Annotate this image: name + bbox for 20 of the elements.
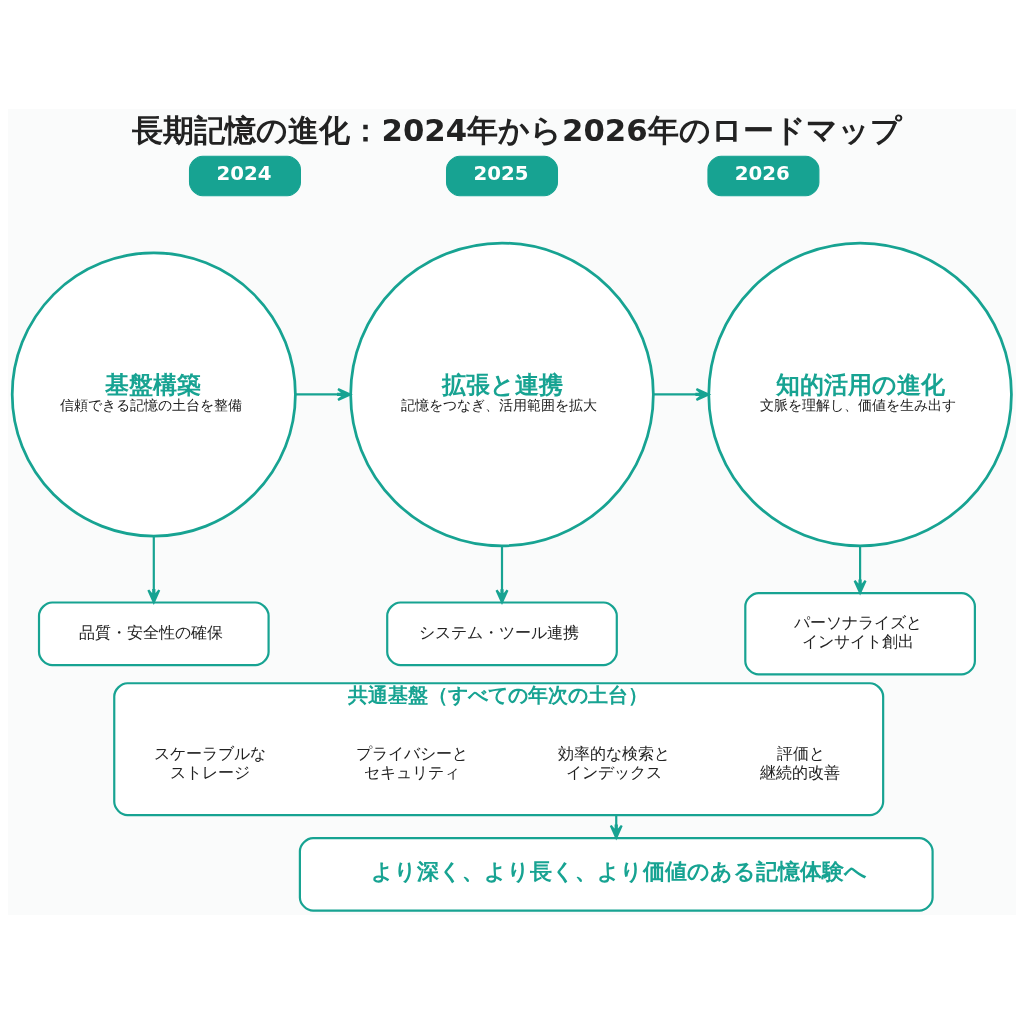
- arrow: [853, 546, 867, 594]
- node-box: 2024: [188, 155, 301, 197]
- node-circle: 基盤構築 信頼できる記憶の土台を整備: [10, 251, 297, 538]
- node-box: 2026: [707, 155, 820, 197]
- node-box: 2025: [445, 155, 559, 197]
- node-text: スケーラブルなストレージ: [153, 744, 266, 782]
- node-circle: 拡張と連携 記憶をつなぎ、活用範囲を拡大: [349, 241, 655, 548]
- arrow: [653, 387, 710, 401]
- node-box: パーソナライズとインサイト創出: [744, 592, 976, 676]
- node-text: 効率的な検索とインデックス: [558, 744, 671, 782]
- node-box: システム・ツール連携: [386, 601, 618, 667]
- arrow: [147, 535, 161, 604]
- arrow: [495, 546, 509, 604]
- diagram-title: 長期記憶の進化：2024年から2026年のロードマップ: [132, 112, 902, 149]
- node-box: より深く、より長く、より価値のある記憶体験へ: [298, 837, 934, 912]
- arrow: [295, 387, 352, 401]
- node-circle: 知的活用の進化 文脈を理解し、価値を生み出す: [707, 241, 1013, 548]
- node-box: 品質・安全性の確保: [37, 601, 270, 667]
- node-text: 評価と継続的改善: [760, 744, 841, 782]
- node-text: プライバシーとセキュリティ: [355, 744, 468, 782]
